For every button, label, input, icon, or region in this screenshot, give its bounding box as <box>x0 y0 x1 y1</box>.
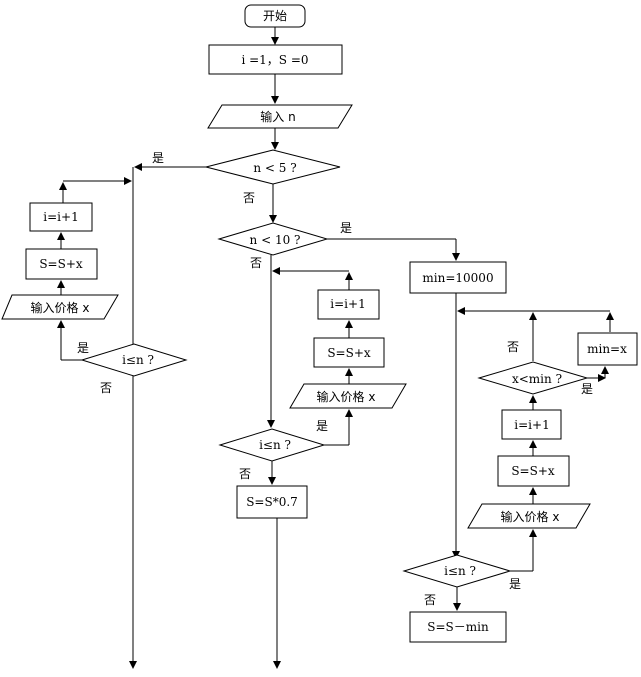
right-min-cond-label: x<min ? <box>512 372 562 386</box>
middle-discount-box <box>236 485 308 519</box>
cond-n5-label: n < 5 ? <box>253 161 296 175</box>
input-n-label: 输入 n <box>260 109 295 124</box>
right-min-no-label: 否 <box>507 340 519 354</box>
right-min-init-box <box>409 261 507 294</box>
right-i-inc-box <box>501 409 562 440</box>
start-label: 开始 <box>263 9 287 23</box>
yes-n10-label: 是 <box>340 221 352 235</box>
left-s-add-label: S=S+x <box>39 257 83 271</box>
init-label: i =1，S =0 <box>241 53 308 67</box>
right-s-add-box <box>497 455 570 487</box>
cond-n10-label: n < 10 ? <box>250 233 301 247</box>
middle-yes-label: 是 <box>316 419 328 433</box>
right-input-price-parallelogram <box>467 503 591 529</box>
right-loop-diamond <box>402 554 512 588</box>
left-s-add-box <box>25 248 98 280</box>
middle-loop-diamond <box>218 428 326 462</box>
right-min-yes-label: 是 <box>581 382 593 396</box>
left-loop-diamond <box>80 343 188 377</box>
right-s-add-label: S=S+x <box>511 464 555 478</box>
middle-input-price-parallelogram <box>289 383 407 409</box>
init-box <box>208 44 343 75</box>
right-input-price-label: 输入价格 x <box>501 509 560 524</box>
right-yes-label: 是 <box>509 577 521 591</box>
right-final-label: S=S－min <box>427 620 489 634</box>
middle-loop-label: i≤n ? <box>259 438 291 452</box>
left-yes-label: 是 <box>77 341 89 355</box>
right-no-label: 否 <box>424 593 436 607</box>
right-min-init-label: min=10000 <box>422 271 493 285</box>
right-min-assign-label: min=x <box>587 342 627 356</box>
right-i-inc-label: i=i+1 <box>514 418 549 432</box>
left-no-label: 否 <box>100 381 112 395</box>
left-input-price-parallelogram <box>1 294 119 320</box>
middle-discount-label: S=S*0.7 <box>246 495 298 509</box>
middle-no-label: 否 <box>239 467 251 481</box>
middle-input-price-label: 输入价格 x <box>317 389 376 404</box>
middle-i-inc-box <box>317 289 380 320</box>
right-loop-label: i≤n ? <box>444 564 476 578</box>
middle-s-add-box <box>313 337 385 368</box>
no-n10-label: 否 <box>250 256 262 270</box>
middle-i-inc-label: i=i+1 <box>330 297 365 311</box>
input-n-parallelogram <box>207 104 353 129</box>
cond-n5-diamond <box>205 149 341 185</box>
left-i-inc-label: i=i+1 <box>43 210 78 224</box>
left-input-price-label: 输入价格 x <box>31 300 90 315</box>
yes-n5-label: 是 <box>152 151 164 165</box>
right-final-box <box>409 611 507 643</box>
left-loop-label: i≤n ? <box>122 353 154 367</box>
right-min-assign-box <box>577 332 638 366</box>
left-i-inc-box <box>29 202 93 232</box>
no-n5-label: 否 <box>243 191 255 205</box>
middle-s-add-label: S=S+x <box>327 346 371 360</box>
